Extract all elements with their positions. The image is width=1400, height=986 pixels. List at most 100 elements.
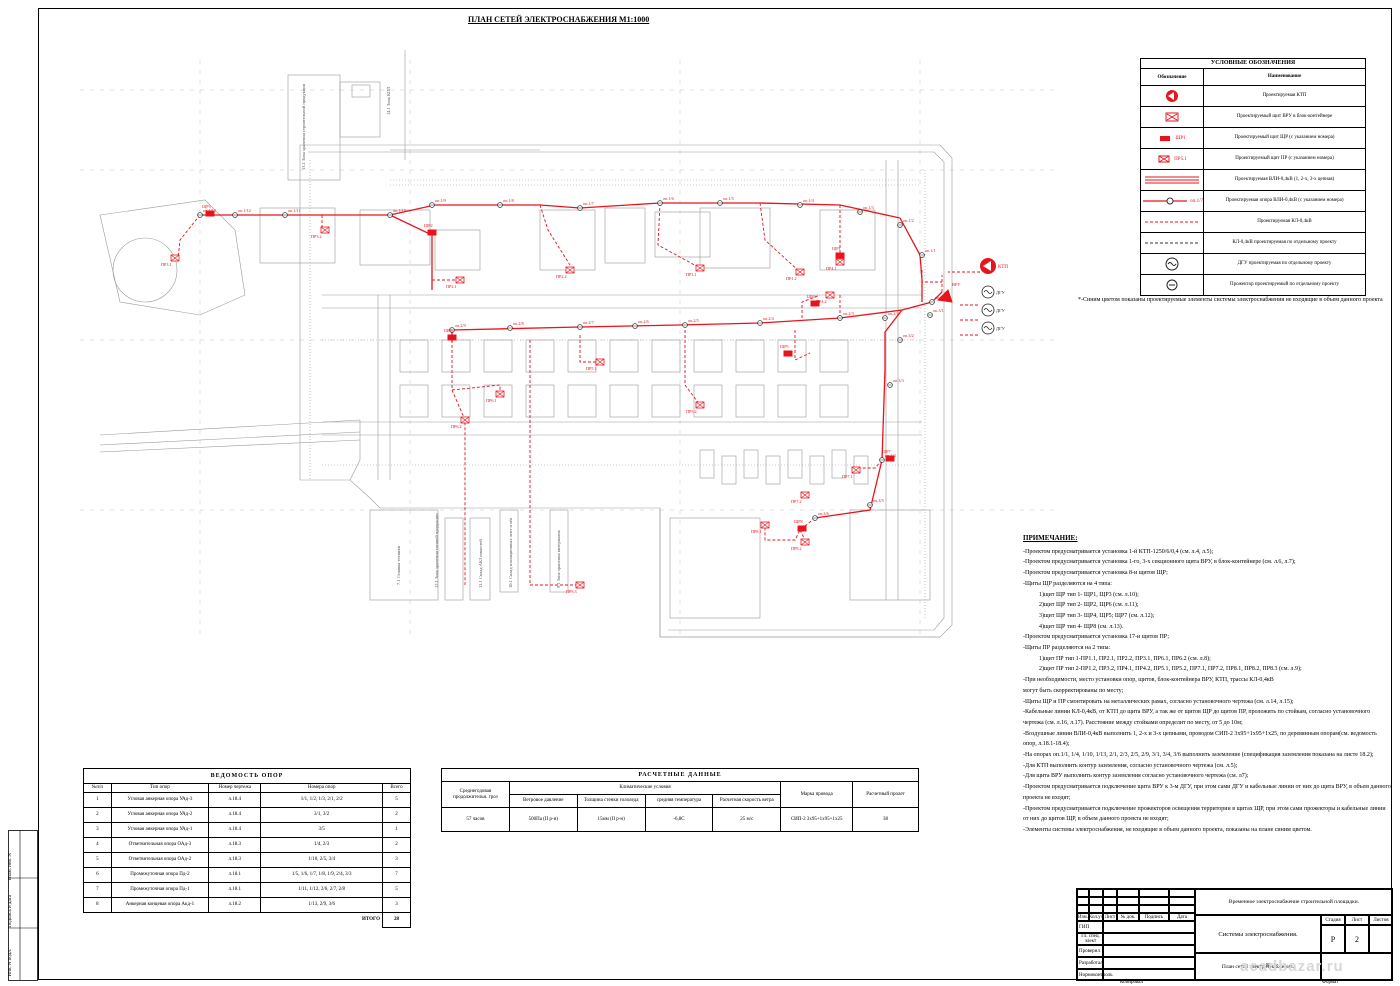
note-line: 3)щит ЩР тип 3- ЩР4, ЩР5; ЩР7 (см. л.12)… bbox=[1039, 612, 1155, 619]
kl-line bbox=[579, 335, 600, 363]
box-label: ПР1.1 bbox=[686, 272, 697, 277]
note-line: 1)щит ПР тип 1-ПР1.1, ПР2.1, ПР2.2, ПР3.… bbox=[1039, 655, 1211, 662]
col-header: Номера опор bbox=[260, 783, 383, 793]
site-boundary-inner bbox=[308, 151, 945, 631]
vli-line bbox=[899, 217, 923, 302]
cell: 38 bbox=[852, 807, 919, 832]
support-pole bbox=[657, 200, 663, 206]
cell-type: Угловая анкерная опора УАд-1 bbox=[110, 822, 210, 838]
kl-line bbox=[856, 459, 883, 469]
cell: 25 м/с bbox=[712, 807, 782, 832]
support-pole bbox=[387, 212, 393, 218]
col-header: Номер чертежа bbox=[208, 783, 262, 793]
stamp-grid-cell bbox=[1089, 897, 1103, 905]
col-header: Марка провода bbox=[780, 781, 854, 808]
cell-numbers: 3/5 bbox=[260, 822, 383, 838]
vli-line bbox=[814, 309, 903, 519]
cell-type: Ответвительная опора ОАд-3 bbox=[110, 837, 210, 853]
note-line: 1)щит ЩР тип 1- ЩР1, ЩР3 (см. л.10); bbox=[1039, 591, 1139, 598]
cell-drawing: л.18.1 bbox=[208, 882, 262, 898]
cell-n: 8 bbox=[83, 897, 112, 913]
road-lower bbox=[322, 421, 922, 436]
workshop-block bbox=[651, 339, 681, 373]
notes-heading: ПРИМЕЧАНИЕ: bbox=[1023, 534, 1078, 542]
kl-other-icon bbox=[1141, 233, 1204, 253]
lower-building-blocks bbox=[399, 339, 869, 485]
support-pole bbox=[197, 212, 203, 218]
col-header: Расчетная скорость ветра bbox=[712, 794, 782, 808]
box-label: ПР7.1 bbox=[842, 474, 853, 479]
cell-n: 4 bbox=[83, 837, 112, 853]
dgu-icon bbox=[981, 285, 995, 299]
box-label: ПР2.2 bbox=[556, 274, 567, 279]
panel-label: ЩР7 bbox=[882, 449, 891, 454]
kl-line bbox=[657, 202, 701, 269]
stamp-sheet-header: Лист bbox=[1345, 915, 1369, 925]
cell: -6,8С bbox=[644, 807, 714, 832]
footer-copied: Копировал bbox=[1120, 980, 1143, 985]
pr-icon: ПР5.1 bbox=[1141, 149, 1204, 169]
workshop-block bbox=[441, 339, 471, 373]
note-line: -Проектом предусматривается подключение … bbox=[1023, 784, 1391, 801]
workshop-block bbox=[441, 384, 471, 418]
electrical-network bbox=[177, 202, 980, 586]
col-header: средняя температура bbox=[644, 794, 714, 808]
stamp-grid-cell bbox=[1089, 905, 1103, 913]
kl-line bbox=[799, 529, 806, 541]
drawing-title: ПЛАН СЕТЕЙ ЭЛЕКТРОСНАБЖЕНИЯ М1:1000 bbox=[468, 15, 650, 24]
workshop-block bbox=[743, 449, 759, 479]
support-label: оп.1/5 bbox=[723, 196, 734, 201]
dgu-label: ДГУ bbox=[996, 290, 1006, 295]
stamp-role-cell bbox=[1103, 957, 1195, 969]
cell-total: 1 bbox=[381, 822, 412, 838]
stamp-grid-cell bbox=[1169, 905, 1195, 913]
dgu-icon bbox=[981, 303, 995, 317]
support-pole bbox=[577, 324, 583, 330]
vru-icon bbox=[936, 289, 953, 303]
support-label: оп.1/11 bbox=[288, 208, 301, 213]
zone-7-1 bbox=[369, 509, 439, 601]
box-label: ПР4.2 bbox=[816, 299, 827, 304]
cell-drawing: л.18.4 bbox=[208, 807, 262, 823]
legend-row: Проектируемая ВЛИ-0,4кВ (1, 2-х, 3-х цеп… bbox=[1141, 170, 1365, 191]
note-line: -Для щита ВРУ выполнить контур заземлени… bbox=[1023, 773, 1249, 780]
col-header: Климатические условия bbox=[508, 781, 782, 795]
note-line: -Кабельные линии КЛ-0,4кВ, от КТП до щит… bbox=[1023, 709, 1371, 726]
support-pole bbox=[757, 320, 763, 326]
support-label: оп.1/6 bbox=[663, 196, 674, 201]
cell: 15мм (II р-н) bbox=[576, 807, 646, 832]
building-label: 12.1 Зона хранения готовой продукции bbox=[434, 513, 439, 588]
dgu-label: ДГУ bbox=[996, 308, 1006, 313]
box-label: ПР4.1 bbox=[826, 266, 837, 271]
support-label: оп.2/3 bbox=[843, 311, 854, 316]
cell-drawing: л.18.4 bbox=[208, 792, 262, 808]
shr-panel-icon bbox=[810, 300, 820, 307]
stamp-col-header: Лист bbox=[1103, 913, 1117, 921]
kl-line bbox=[451, 384, 501, 392]
cell-type: Анкерная концевая опора Акд-1 bbox=[110, 897, 210, 913]
cell-numbers: 1/11, 1/12, 2/6, 2/7, 2/8 bbox=[260, 882, 383, 898]
workshop-block bbox=[819, 384, 849, 418]
sheet-frame bbox=[38, 8, 1392, 980]
workshop-block bbox=[693, 384, 723, 418]
box-label: ПР3.1 bbox=[161, 262, 172, 267]
cell-type: Угловая анкерная опора УАд-3 bbox=[110, 792, 210, 808]
support-icon: оп.1/7 bbox=[1141, 191, 1204, 211]
support-label: оп.1/9 bbox=[435, 198, 446, 203]
cell-n: 2 bbox=[83, 807, 112, 823]
support-label: оп.1/8 bbox=[503, 198, 514, 203]
cell-drawing: л.18.4 bbox=[208, 822, 262, 838]
cell-n: 3 bbox=[83, 822, 112, 838]
support-pole bbox=[837, 315, 843, 321]
stamp-col-header: Подпись bbox=[1139, 913, 1169, 921]
workshop-block bbox=[765, 455, 781, 485]
legend-col-symbol: Обозначение bbox=[1141, 69, 1204, 85]
box-label: ПР5.1 bbox=[586, 366, 597, 371]
floodlight-icon bbox=[1141, 275, 1204, 295]
workshop-block bbox=[831, 449, 847, 479]
